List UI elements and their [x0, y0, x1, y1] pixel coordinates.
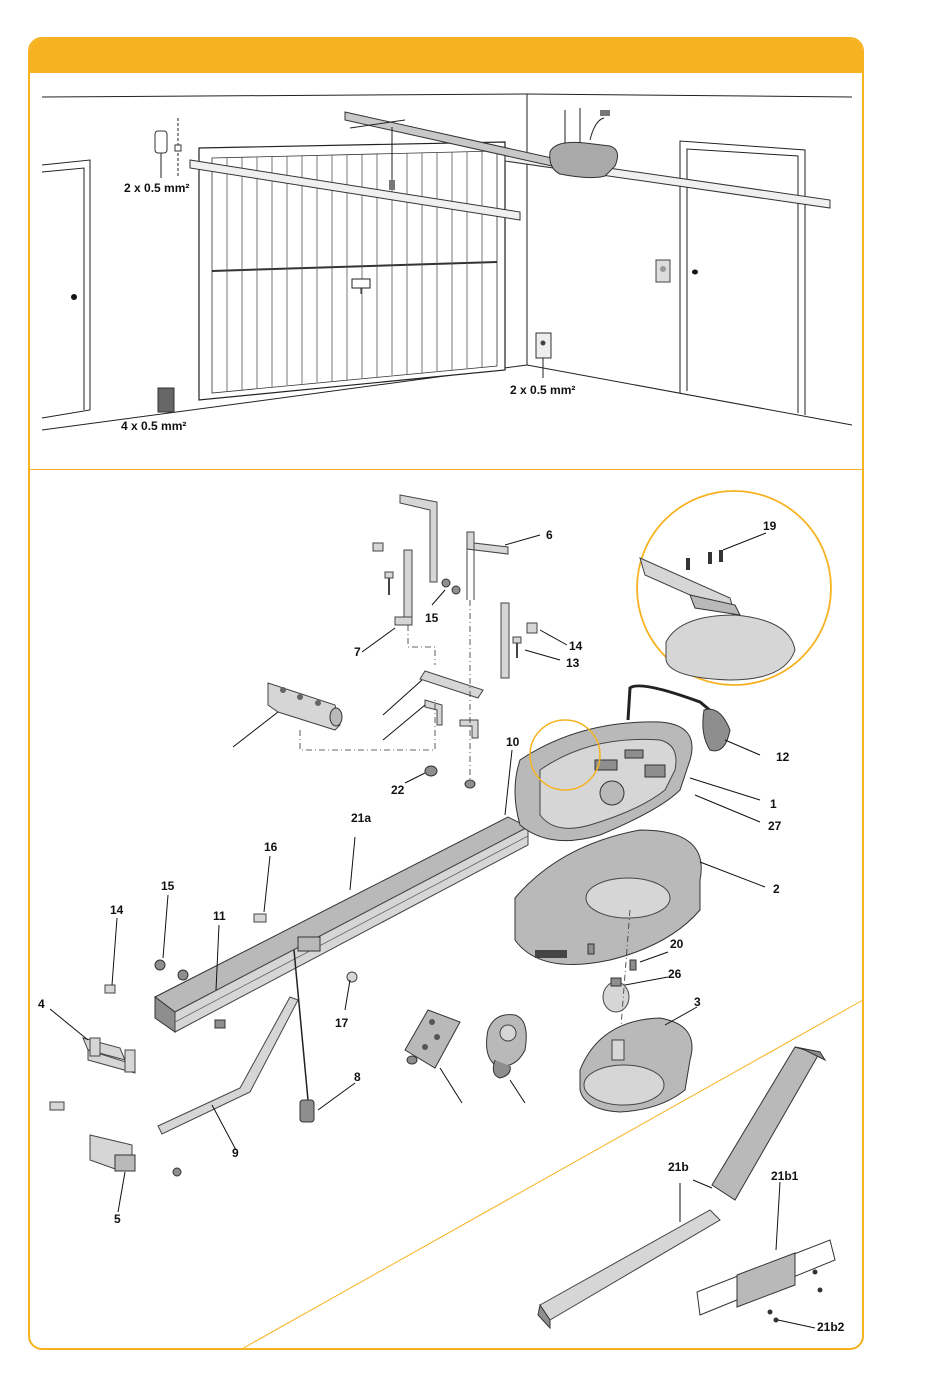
label-13: 13 — [566, 656, 580, 670]
label-14-top: 14 — [569, 639, 583, 653]
nut-22-icon — [425, 766, 437, 776]
cross-bracket — [420, 671, 483, 738]
bulb-26-icon — [603, 978, 629, 1012]
door-handle-icon — [352, 279, 370, 288]
hanging-strip-7 — [395, 550, 509, 678]
fasteners-top — [373, 543, 537, 658]
lintel-bracket-mid — [268, 683, 342, 730]
remote-control-icon — [405, 1010, 460, 1068]
label-17: 17 — [335, 1016, 349, 1030]
label-21b1: 21b1 — [771, 1169, 799, 1183]
wire-label-photocell: 4 x 0.5 mm² — [121, 419, 186, 433]
label-19: 19 — [763, 519, 777, 533]
exploded-view: 6 7 15 14 13 22 10 12 1 27 2 20 26 3 19 … — [38, 491, 863, 1350]
label-9: 9 — [232, 1146, 239, 1160]
label-7: 7 — [354, 645, 361, 659]
rail-joint-21b1 — [697, 1240, 835, 1323]
wall-keypad-icon — [656, 260, 670, 282]
label-21a: 21a — [351, 811, 371, 825]
label-3: 3 — [694, 995, 701, 1009]
label-12: 12 — [776, 750, 790, 764]
label-1: 1 — [770, 797, 777, 811]
label-27: 27 — [768, 819, 782, 833]
detail-circle-19 — [637, 491, 831, 685]
photocell-icon — [158, 388, 174, 412]
wire-label-flash-light: 2 x 0.5 mm² — [124, 181, 189, 195]
wall-switch-icon — [536, 333, 551, 378]
label-5: 5 — [114, 1212, 121, 1226]
label-20: 20 — [670, 937, 684, 951]
label-26: 26 — [668, 967, 682, 981]
release-cord-8 — [294, 950, 314, 1122]
motor-unit-icon — [550, 108, 618, 178]
wire-label-wall-switch: 2 x 0.5 mm² — [510, 383, 575, 397]
ceiling-bracket-6 — [400, 495, 508, 600]
label-4: 4 — [38, 997, 45, 1011]
label-21b: 21b — [668, 1160, 689, 1174]
flash-light-icon — [155, 118, 181, 178]
lintel-bracket-4 — [83, 1038, 135, 1073]
label-6: 6 — [546, 528, 553, 542]
garage-door — [199, 142, 505, 400]
label-8: 8 — [354, 1070, 361, 1084]
label-15-front: 15 — [161, 879, 175, 893]
label-21b2: 21b2 — [817, 1320, 845, 1334]
door-handle-icon — [692, 270, 698, 275]
label-16: 16 — [264, 840, 278, 854]
keyring-remote-icon — [487, 1015, 527, 1078]
garage-scene: 2 x 0.5 mm² 4 x 0.5 mm² 2 x 0.5 mm² — [42, 94, 852, 433]
door-bracket-5 — [50, 1102, 181, 1176]
light-cover-3 — [580, 1018, 692, 1112]
label-11: 11 — [213, 909, 226, 923]
left-door — [42, 160, 90, 418]
label-10: 10 — [506, 735, 520, 749]
motor-head-1 — [515, 686, 730, 841]
rail-21a — [155, 817, 528, 1032]
door-handle-icon — [71, 294, 77, 300]
label-15-top: 15 — [425, 611, 439, 625]
label-14-front: 14 — [110, 903, 124, 917]
label-2: 2 — [773, 882, 780, 896]
label-22: 22 — [391, 783, 405, 797]
